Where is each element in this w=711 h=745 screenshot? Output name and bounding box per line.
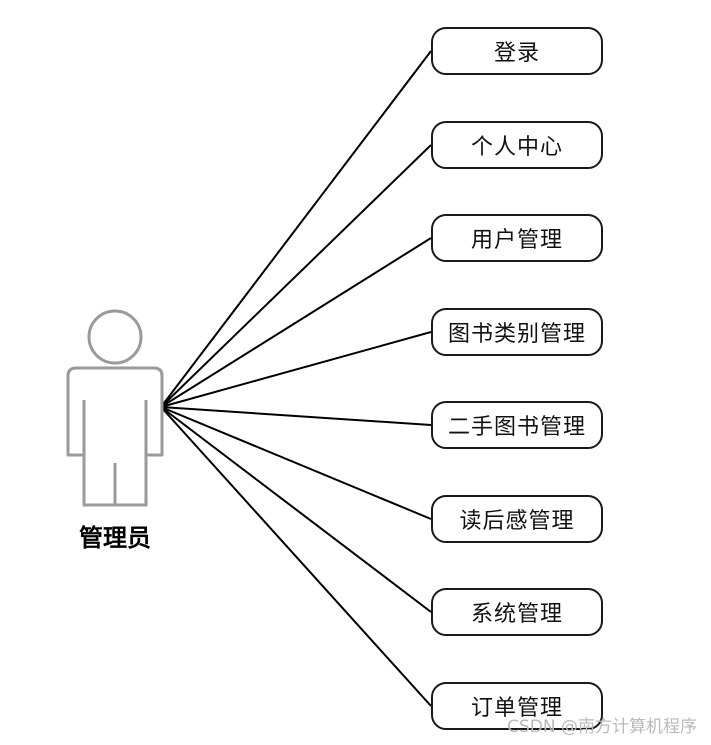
- use-case-box: 用户管理: [431, 214, 603, 262]
- watermark: CSDN @南方计算机程序: [507, 717, 697, 737]
- use-case-box: 订单管理: [431, 682, 603, 730]
- actor-label: 管理员: [79, 524, 151, 552]
- association-line: [160, 237, 432, 408]
- association-line: [160, 406, 432, 707]
- actor-head: [87, 309, 143, 365]
- use-case-box: 个人中心: [431, 121, 603, 169]
- use-case-box: 登录: [431, 27, 603, 75]
- use-case-box: 读后感管理: [431, 495, 603, 543]
- person-icon: [66, 366, 164, 507]
- use-case-box: 系统管理: [431, 588, 603, 636]
- association-line: [160, 406, 432, 426]
- association-line: [160, 144, 432, 408]
- actor-figure: [66, 309, 164, 507]
- association-lines: [160, 50, 432, 707]
- association-line: [160, 331, 432, 408]
- use-case-box: 二手图书管理: [431, 401, 603, 449]
- use-case-box: 图书类别管理: [431, 308, 603, 356]
- association-line: [160, 406, 432, 520]
- association-line: [160, 50, 432, 408]
- association-line: [160, 406, 432, 613]
